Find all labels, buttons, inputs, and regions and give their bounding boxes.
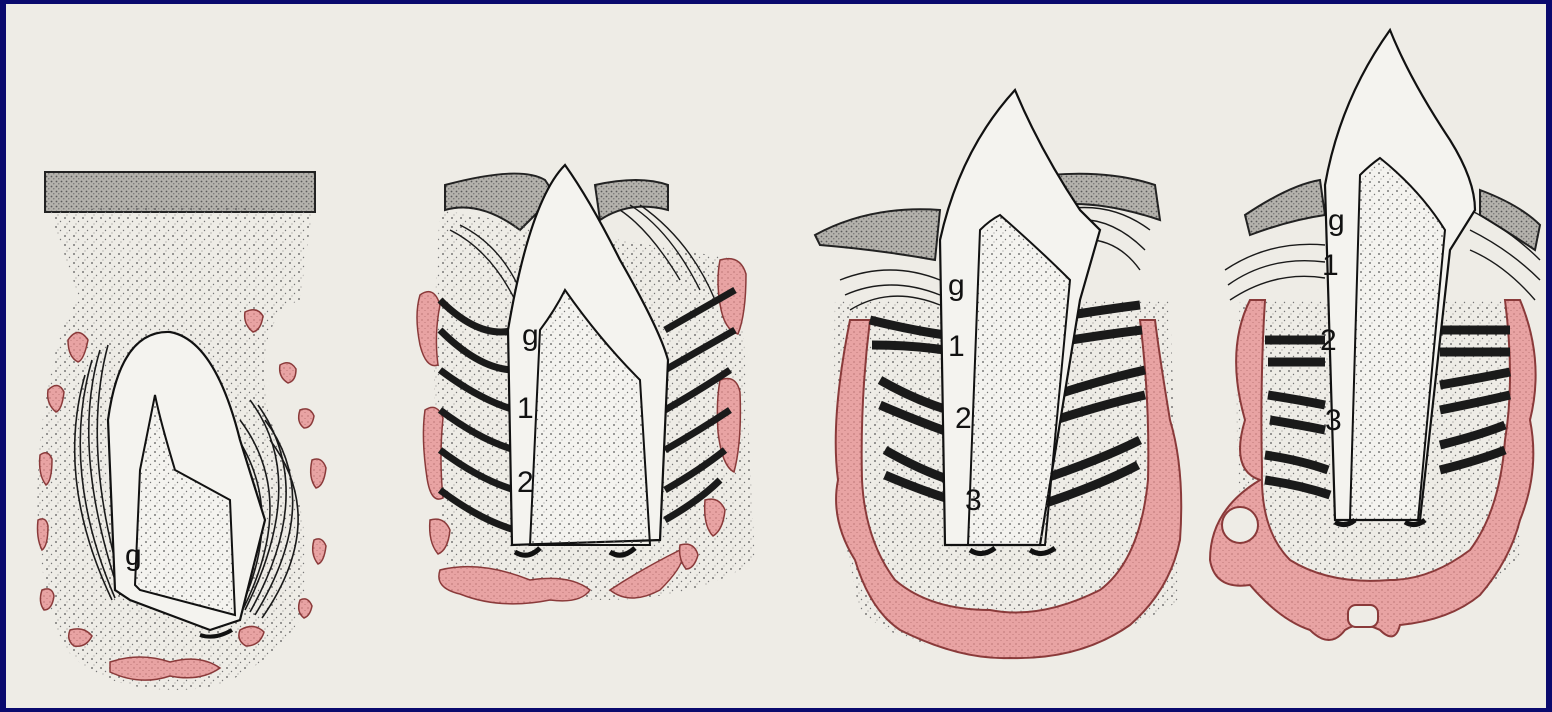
stage-2-erupting-tooth: g 1 2: [417, 165, 755, 604]
stage-1-oral-epithelium: [45, 172, 315, 212]
stage-3-erupted-tooth: g 1 2 3: [815, 90, 1181, 658]
stage-4-label-2: 2: [1320, 324, 1337, 357]
stage-4-label-1: 1: [1322, 249, 1339, 282]
stage-4-label-g: g: [1328, 204, 1345, 237]
stage-2-oral-epithelium-right: [595, 180, 668, 220]
diagram-panel: g: [6, 4, 1546, 708]
stage-2-label-2: 2: [517, 466, 534, 499]
stage-1-unerupted-tooth: g: [38, 172, 327, 690]
stage-3-label-2: 2: [955, 402, 972, 435]
stage-2-label-g: g: [522, 319, 539, 352]
stage-3-gingiva-left: [815, 209, 940, 260]
stage-1-label-g: g: [125, 539, 142, 572]
stage-3-label-1: 1: [948, 330, 965, 363]
stage-3-label-g: g: [948, 269, 965, 302]
stage-4-label-3: 3: [1325, 404, 1342, 437]
stage-2-label-1: 1: [517, 392, 534, 425]
stage-4-functional-tooth: g 1 2 3: [1210, 30, 1540, 640]
stage-4-gingiva-left: [1245, 180, 1325, 235]
stage-3-label-3: 3: [965, 484, 982, 517]
